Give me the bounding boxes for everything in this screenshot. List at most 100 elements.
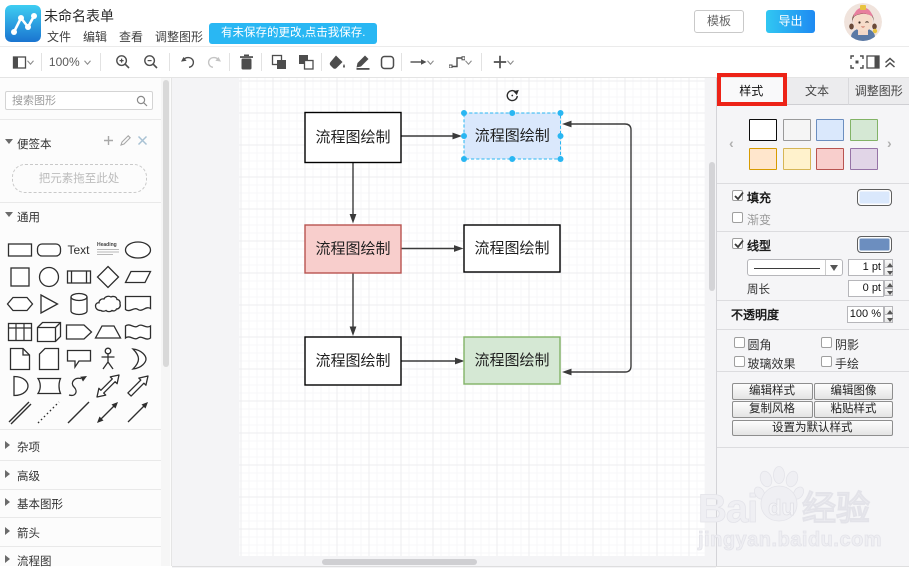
shape-style-button[interactable]	[375, 47, 400, 77]
collapse-toolbar-button[interactable]	[879, 47, 901, 77]
panel-button-4[interactable]: 设置为默认样式	[731, 419, 893, 436]
style-swatch-6[interactable]	[816, 147, 844, 170]
zoom-out-button[interactable]	[138, 47, 164, 77]
selection-handle[interactable]	[557, 133, 564, 139]
flowchart-node-2[interactable]: 流程图绘制	[304, 224, 402, 274]
canvas-vertical-scrollbar[interactable]	[709, 162, 715, 291]
flowchart-node-1[interactable]: 流程图绘制	[461, 110, 564, 162]
shape-rectangle[interactable]	[6, 238, 34, 262]
format-panel-toggle-button[interactable]	[863, 47, 883, 77]
shape-s-arrow[interactable]	[65, 374, 93, 398]
shape-arrow-line[interactable]	[124, 401, 152, 425]
shape-triangle[interactable]	[35, 292, 63, 316]
shape-cube[interactable]	[35, 320, 63, 344]
gradient-checkbox[interactable]	[732, 211, 743, 223]
style-swatch-7[interactable]	[849, 147, 878, 170]
shape-half-circle[interactable]	[6, 374, 34, 398]
canvas-area[interactable]: 流程图绘制流程图绘制流程图绘制流程图绘制流程图绘制流程图绘制	[172, 78, 716, 568]
flowchart-node-3[interactable]: 流程图绘制	[463, 224, 561, 273]
shape-double-arrow-line[interactable]	[94, 401, 122, 425]
panel-button-0[interactable]: 编辑样式	[731, 383, 813, 400]
tab-1[interactable]: 文本	[786, 78, 849, 105]
menu-item-1[interactable]: 编辑	[83, 30, 108, 44]
toggle-checkbox-2[interactable]	[733, 355, 745, 367]
flowchart-node-5[interactable]: 流程图绘制	[463, 336, 561, 385]
selection-handle[interactable]	[557, 156, 564, 162]
tab-0[interactable]: 样式	[717, 78, 787, 105]
flowchart-edge-5[interactable]	[562, 120, 632, 376]
app-logo[interactable]	[5, 5, 41, 42]
shape-crescent[interactable]	[124, 347, 152, 371]
toggle-checkbox-0[interactable]	[733, 337, 745, 348]
zoom-select[interactable]: 100%	[46, 47, 94, 77]
avatar[interactable]	[844, 3, 882, 41]
delete-button[interactable]	[233, 47, 259, 77]
section-scratchpad[interactable]: 便签本	[0, 135, 162, 151]
panel-button-1[interactable]: 编辑图像	[814, 383, 893, 400]
connection-style-button[interactable]	[405, 47, 439, 77]
shape-line[interactable]	[65, 401, 93, 425]
canvas-horizontal-scrollbar[interactable]	[322, 559, 477, 565]
export-button[interactable]: 导出	[766, 10, 815, 33]
scratchpad-dropzone[interactable]: 把元素拖至此处	[11, 163, 147, 193]
section-collapsed-0[interactable]: 杂项	[0, 438, 162, 454]
panel-button-3[interactable]: 粘贴样式	[814, 401, 893, 418]
section-collapsed-3[interactable]: 箭头	[0, 524, 162, 540]
section-collapsed-2[interactable]: 基本图形	[0, 495, 162, 511]
rotate-handle-icon[interactable]	[506, 89, 519, 102]
shape-parallelogram[interactable]	[123, 265, 152, 289]
menu-item-3[interactable]: 调整图形	[155, 30, 204, 44]
shape-table[interactable]	[6, 320, 34, 344]
redo-button[interactable]	[201, 47, 227, 77]
line-style-dropdown[interactable]	[746, 259, 843, 276]
shape-heading[interactable]: Heading	[94, 238, 122, 262]
save-notice-button[interactable]: 有未保存的更改,点击我保存.	[209, 23, 378, 44]
shape-callout[interactable]	[65, 347, 93, 371]
shape-note[interactable]	[6, 347, 34, 371]
scratchpad-close-icon[interactable]	[137, 135, 148, 146]
opacity-input[interactable]: 100 %	[847, 306, 884, 323]
scratchpad-edit-icon[interactable]	[120, 135, 131, 146]
shape-diamond[interactable]	[94, 265, 122, 289]
fill-color-button[interactable]	[857, 188, 892, 206]
section-general[interactable]: 通用	[0, 208, 162, 224]
shape-square[interactable]	[6, 265, 34, 289]
shape-process[interactable]	[65, 265, 93, 289]
waypoint-style-button[interactable]	[443, 47, 477, 77]
flowchart-node-4[interactable]: 流程图绘制	[304, 336, 402, 386]
shape-dotted-line[interactable]	[35, 401, 63, 425]
shape-ellipse[interactable]	[124, 238, 152, 262]
style-swatch-1[interactable]	[782, 118, 811, 141]
selection-handle[interactable]	[557, 110, 564, 116]
toggle-checkbox-1[interactable]	[821, 337, 832, 348]
sidebar-scrollbar-thumb[interactable]	[162, 80, 169, 367]
menu-item-0[interactable]: 文件	[47, 30, 72, 44]
shape-cloud[interactable]	[94, 292, 122, 316]
document-title[interactable]: 未命名表单	[44, 8, 114, 24]
perimeter-input[interactable]: 0 pt	[848, 279, 884, 297]
shape-double-block-arrow[interactable]	[94, 374, 122, 398]
undo-button[interactable]	[175, 47, 201, 77]
shape-step[interactable]	[65, 320, 93, 344]
shape-double-line[interactable]	[6, 401, 34, 425]
section-collapsed-1[interactable]: 高级	[0, 467, 162, 483]
tab-2[interactable]: 调整图形	[848, 78, 909, 105]
line-checkbox[interactable]	[732, 238, 744, 249]
shape-document[interactable]	[124, 292, 152, 316]
shape-curved-rectangle[interactable]	[35, 374, 63, 398]
selection-handle[interactable]	[509, 110, 516, 116]
shape-tape[interactable]	[124, 320, 152, 344]
flowchart-edge-4[interactable]	[401, 357, 465, 365]
to-front-button[interactable]	[266, 47, 292, 77]
selection-handle[interactable]	[509, 156, 516, 162]
flowchart-edge-0[interactable]	[349, 162, 357, 224]
line-color-button[interactable]	[857, 236, 892, 253]
style-swatch-0[interactable]	[749, 118, 777, 141]
opacity-stepper[interactable]	[884, 306, 893, 323]
shape-circle[interactable]	[35, 265, 63, 289]
selection-handle[interactable]	[461, 133, 467, 139]
insert-button[interactable]	[486, 47, 520, 77]
shape-cylinder[interactable]	[65, 292, 93, 316]
section-collapsed-4[interactable]: 流程图	[0, 552, 162, 568]
flowchart-edge-1[interactable]	[349, 273, 357, 336]
